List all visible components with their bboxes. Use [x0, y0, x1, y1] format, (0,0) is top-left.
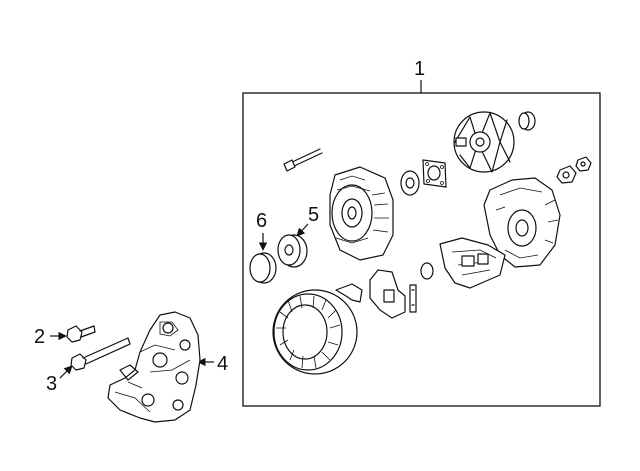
stator [272, 289, 358, 375]
pulley [277, 234, 308, 268]
retainer-plate [422, 159, 447, 188]
o-ring [420, 262, 434, 280]
callout-3: 3 [46, 373, 57, 395]
brush-holder [369, 269, 417, 319]
rear-housing [483, 177, 561, 268]
callout-1: 1 [414, 58, 425, 80]
rear-bearing [518, 111, 536, 131]
callout-5-arrow [296, 223, 309, 237]
pulley-cap [249, 252, 277, 284]
bearing [400, 170, 420, 196]
rectifier [439, 237, 506, 289]
mounting-bracket [107, 311, 201, 423]
bolt-part-3 [70, 337, 131, 371]
terminal-nuts [556, 156, 592, 184]
terminal-bracket [335, 283, 363, 303]
callout-5: 5 [308, 204, 319, 226]
bolt-part-2 [66, 325, 96, 343]
through-bolt [283, 148, 323, 172]
callout-4: 4 [217, 353, 228, 375]
callout-6: 6 [256, 210, 267, 232]
callout-3-arrow [59, 365, 73, 379]
front-housing [329, 166, 394, 261]
rotor [453, 111, 515, 173]
callout-2: 2 [34, 326, 45, 348]
